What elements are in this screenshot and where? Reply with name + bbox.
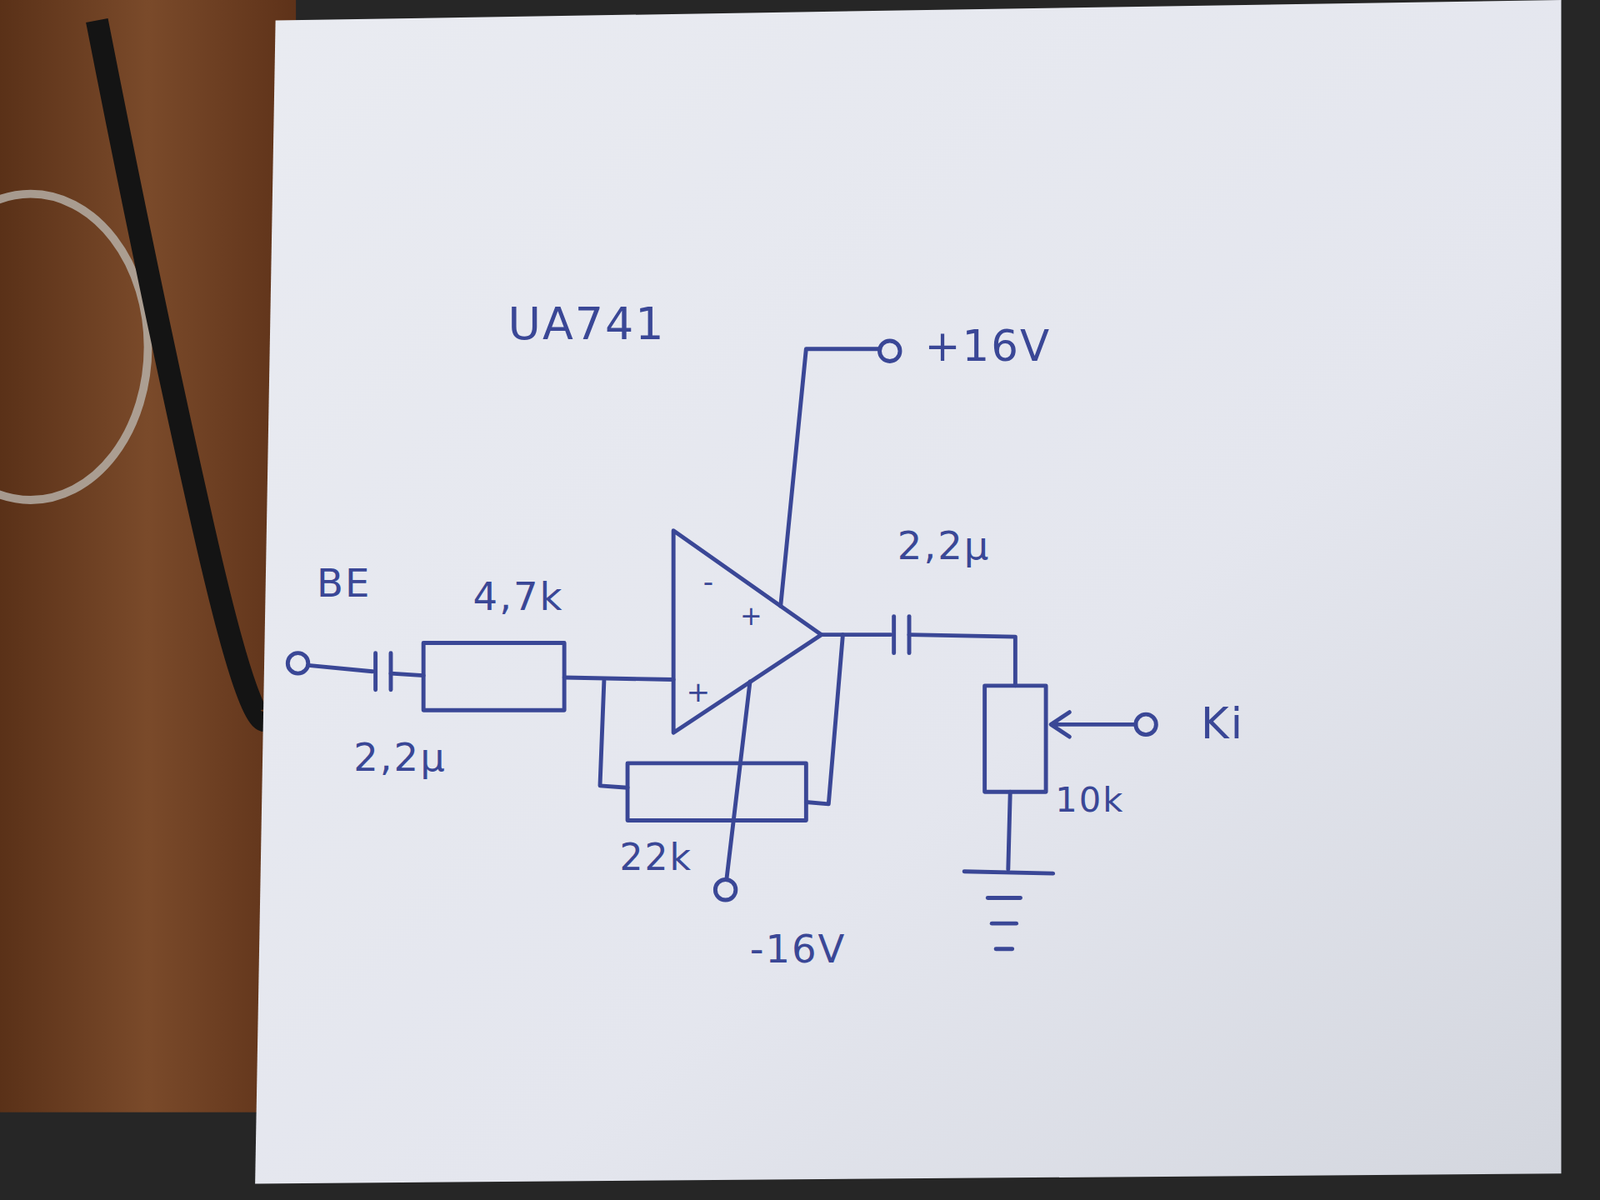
capacitor-value: 2,2μ bbox=[353, 737, 447, 777]
black-cable bbox=[96, 20, 270, 720]
circuit-lines bbox=[287, 340, 1156, 950]
supply-label: +16V bbox=[924, 325, 1051, 369]
output-wire bbox=[821, 632, 891, 637]
wire bbox=[390, 673, 424, 675]
wire bbox=[909, 635, 1015, 686]
potentiometer-symbol bbox=[985, 685, 1046, 792]
ground-symbol bbox=[995, 946, 1013, 951]
supply-label: -16V bbox=[750, 930, 847, 970]
terminal-dot bbox=[880, 340, 900, 361]
input-label: BE bbox=[316, 564, 371, 604]
pin-sign: + bbox=[740, 603, 765, 630]
capacitor-value: 2,2μ bbox=[897, 526, 991, 566]
wire bbox=[564, 677, 674, 680]
ground-symbol bbox=[991, 921, 1016, 926]
pin-sign: - bbox=[703, 567, 715, 596]
terminal-dot bbox=[287, 653, 308, 674]
output-label: Ki bbox=[1200, 703, 1245, 746]
terminal-dot bbox=[1135, 714, 1156, 735]
cable-loop bbox=[0, 194, 149, 500]
supply-wire bbox=[726, 681, 750, 880]
chip-label: UA741 bbox=[508, 301, 666, 347]
resistor-value: 4,7k bbox=[473, 577, 565, 617]
pin-sign: + bbox=[685, 677, 712, 706]
capacitor-symbol bbox=[373, 653, 378, 690]
paper-sheet bbox=[255, 0, 1561, 1184]
input-wire bbox=[308, 665, 373, 671]
resistor-symbol bbox=[423, 642, 565, 710]
capacitor-symbol bbox=[891, 616, 896, 654]
supply-wire bbox=[780, 349, 880, 607]
wire bbox=[1008, 791, 1010, 870]
ground-symbol bbox=[987, 895, 1020, 900]
resistor-symbol bbox=[627, 763, 806, 821]
feedback-wire bbox=[805, 635, 843, 805]
terminal-dot bbox=[715, 880, 735, 900]
resistor-value: 22k bbox=[620, 839, 694, 876]
wooden-table bbox=[0, 0, 296, 1113]
potentiometer-value: 10k bbox=[1055, 782, 1125, 818]
wiper-arrow bbox=[1050, 712, 1136, 737]
feedback-wire bbox=[600, 680, 628, 789]
ground-symbol bbox=[964, 871, 1054, 874]
